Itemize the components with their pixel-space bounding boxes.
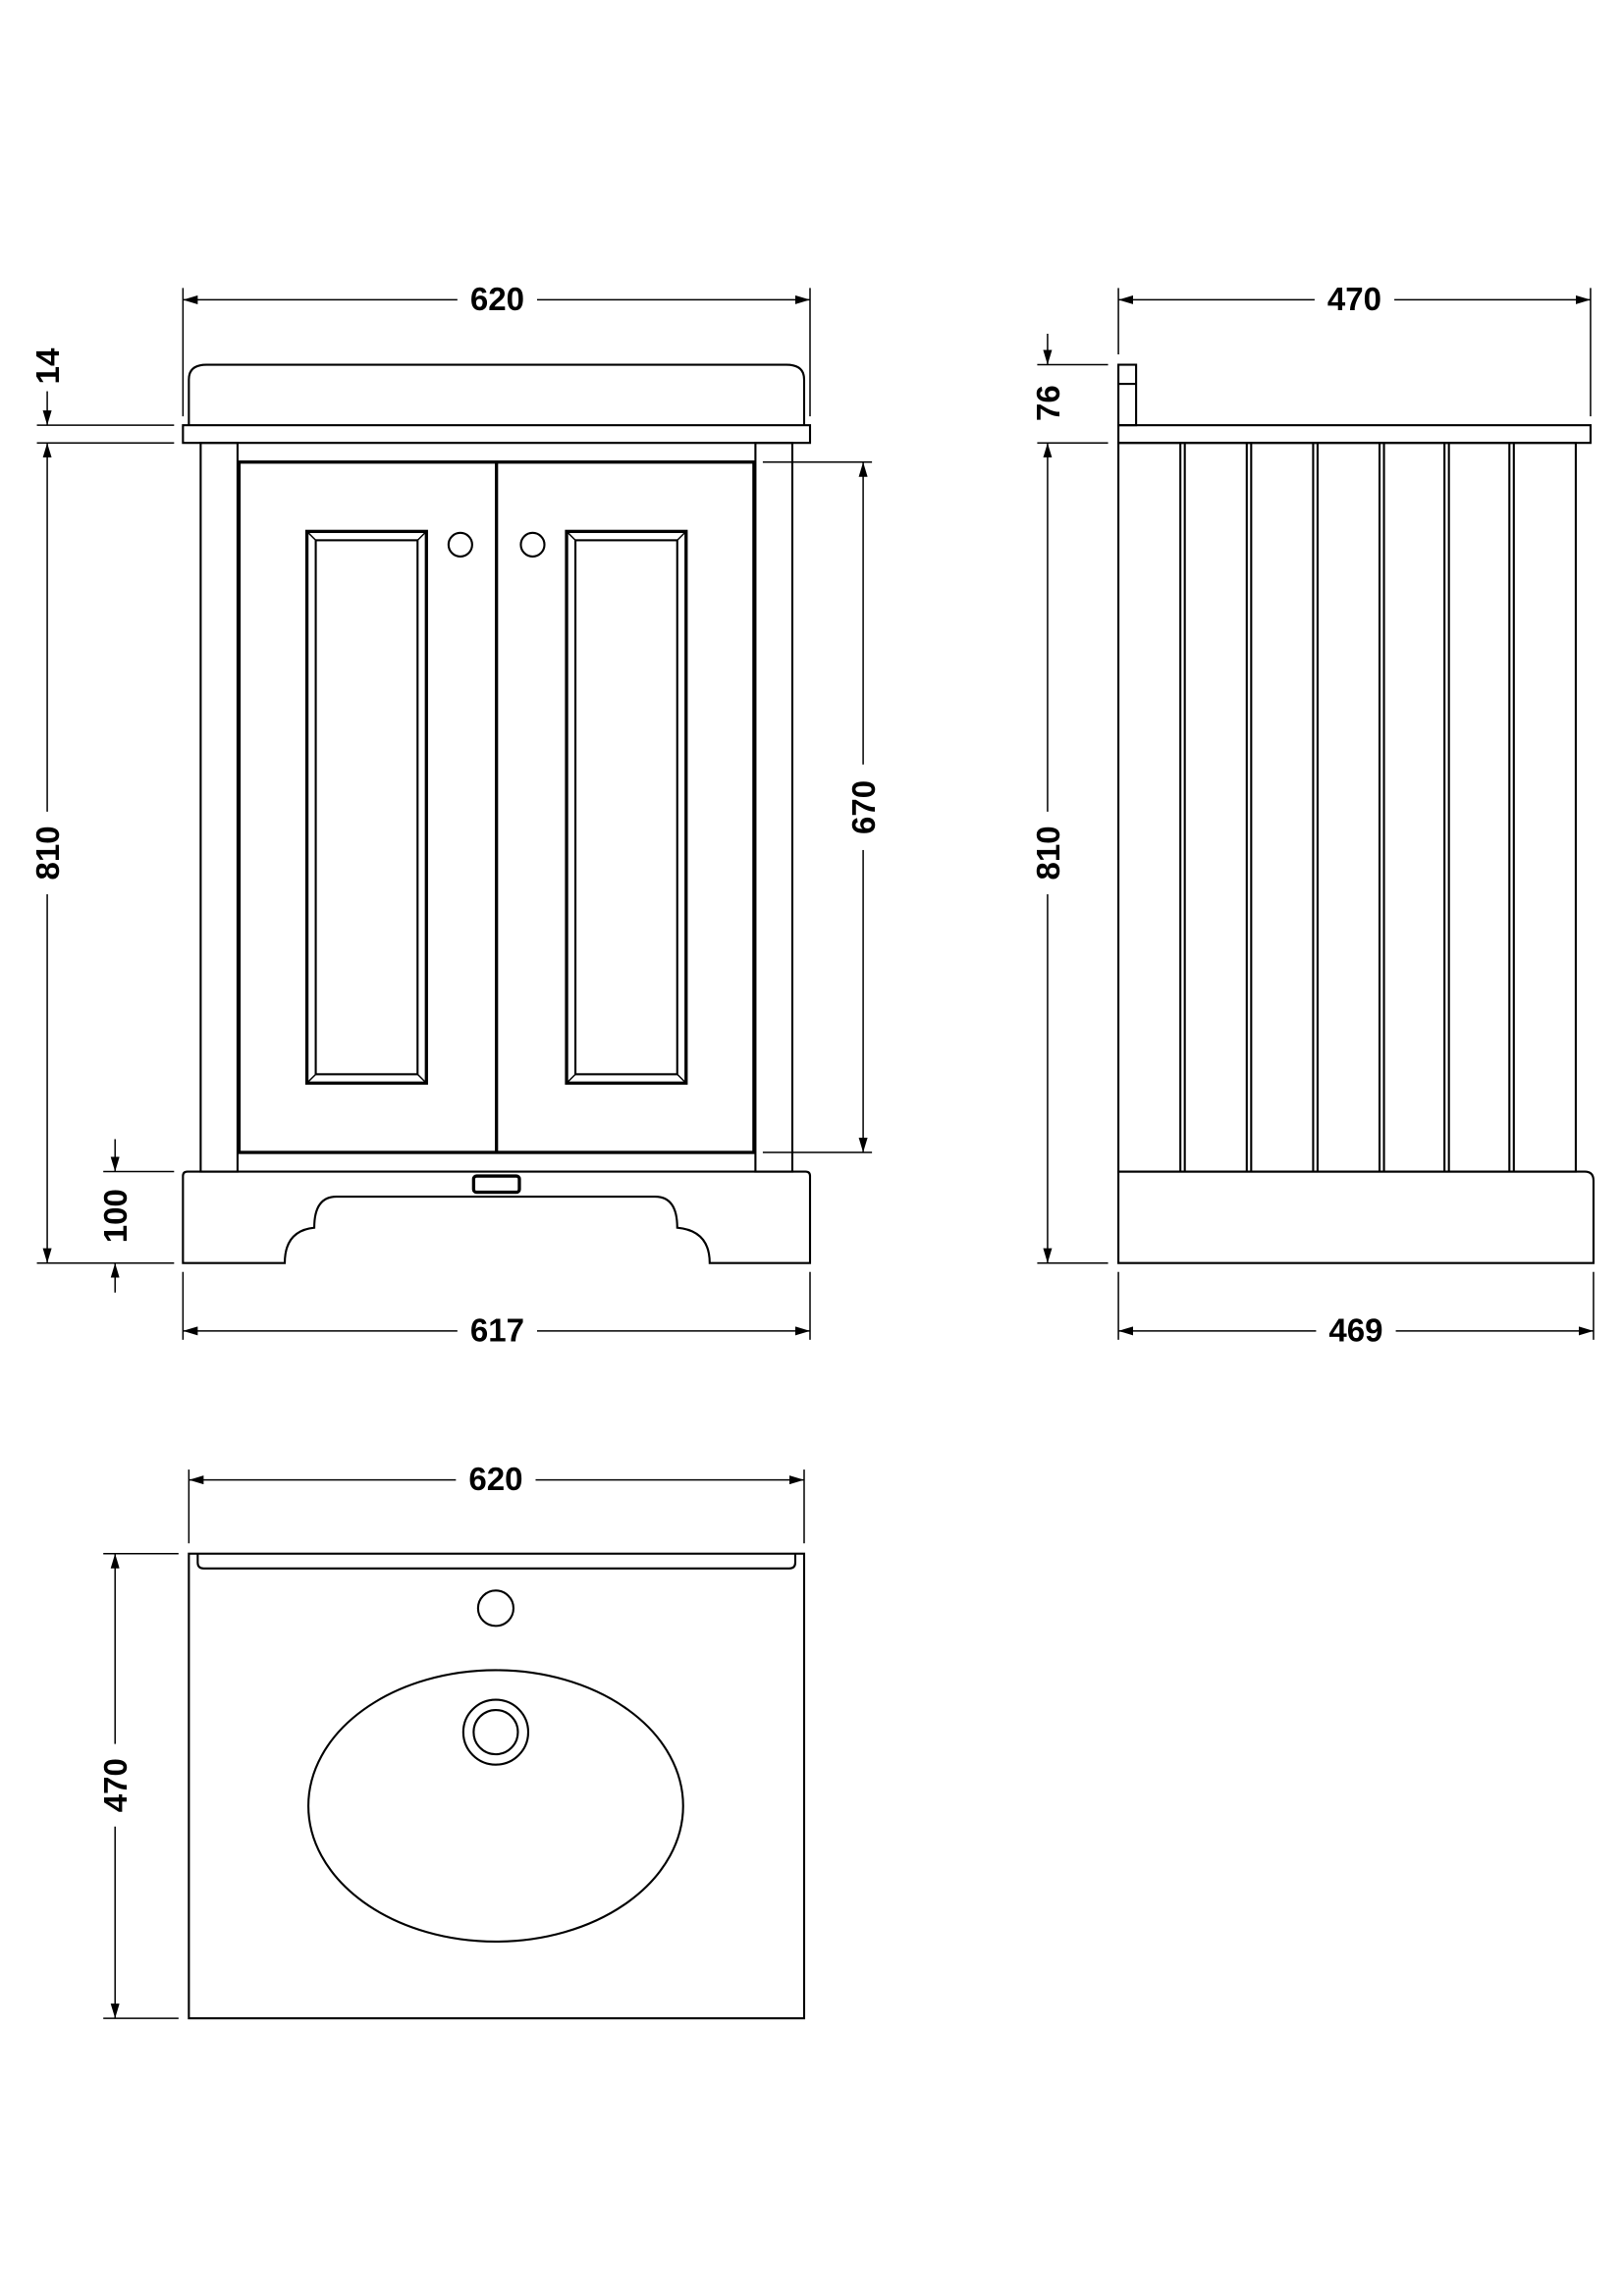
dim-front-height: 810	[30, 826, 67, 880]
basin-top	[188, 363, 806, 426]
plinth-vent	[471, 1174, 521, 1195]
dim-door-height: 670	[846, 780, 883, 834]
left-post	[199, 442, 239, 1173]
upstand	[1117, 363, 1138, 427]
side-plinth	[1117, 1170, 1595, 1264]
upstand-lip	[196, 1553, 797, 1570]
countertop-slab	[182, 424, 812, 445]
left-door-panel	[304, 529, 428, 1086]
plan-view: 620 470	[95, 1461, 806, 2020]
side-view: 470 76 810 469	[1029, 280, 1595, 1351]
panel-grooves	[1179, 443, 1515, 1172]
dim-countertop-thickness: 14	[30, 347, 67, 384]
dim-plan-width: 620	[468, 1462, 522, 1498]
plinth	[182, 1170, 812, 1264]
dim-side-base-depth: 469	[1328, 1312, 1382, 1349]
dim-base-width: 617	[470, 1312, 524, 1349]
side-countertop	[1117, 424, 1592, 445]
dim-upstand-height: 76	[1031, 385, 1067, 421]
front-view: 620 14 810 100 670 617	[27, 280, 883, 1351]
basin-bowl	[307, 1669, 684, 1944]
dim-plan-depth: 470	[98, 1758, 135, 1812]
drain-inner-icon	[472, 1708, 519, 1756]
drain-outer-icon	[461, 1698, 530, 1766]
right-knob-icon	[519, 531, 546, 558]
side-panel	[1117, 442, 1577, 1173]
basin-outline	[188, 1552, 806, 2020]
right-post	[754, 442, 794, 1173]
left-knob-icon	[447, 531, 473, 558]
dim-plinth-height: 100	[98, 1189, 135, 1243]
tap-hole-icon	[476, 1589, 515, 1628]
dim-side-height: 810	[1031, 826, 1067, 880]
dim-side-depth: 470	[1327, 282, 1381, 318]
right-door-panel	[565, 529, 688, 1086]
dim-front-width: 620	[470, 282, 524, 318]
